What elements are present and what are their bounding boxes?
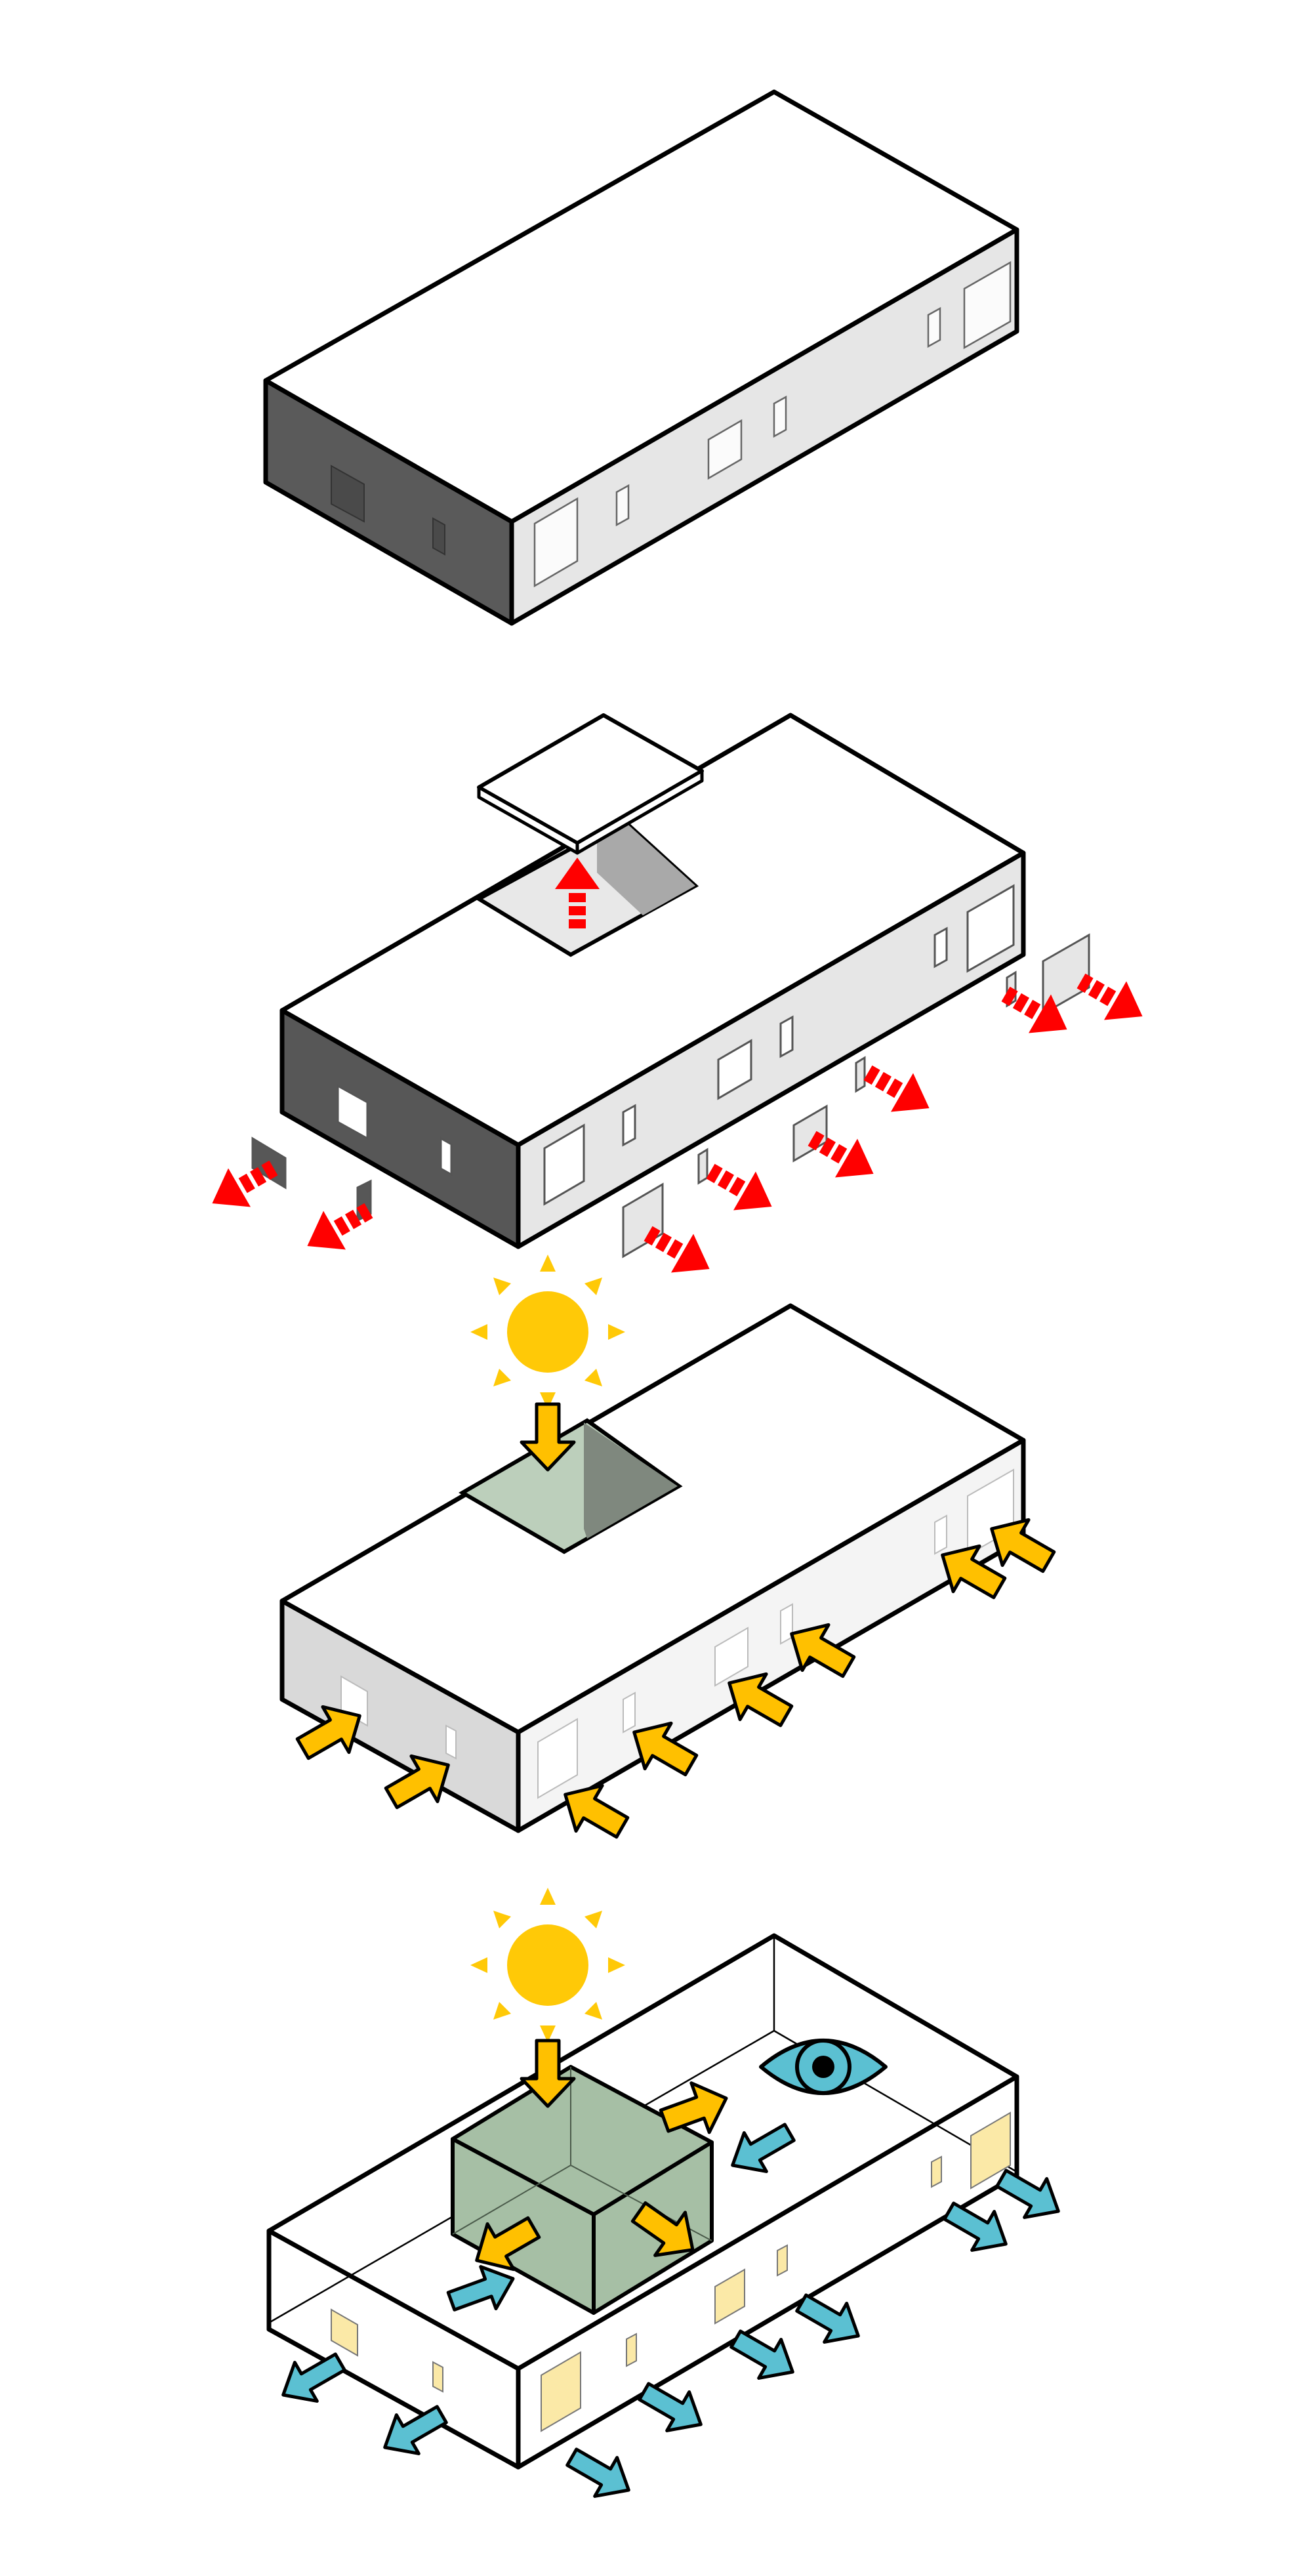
glowing-windows [331,2111,1011,2432]
removal-arrow [857,1053,941,1128]
sun-icon [470,1888,625,2043]
long-side-wall [516,850,1026,1249]
long-side-wall [509,227,1019,626]
courtyard-inner-wall-shade [584,1423,678,1539]
windows-side-wall [533,260,1012,588]
view-arrow [561,2438,640,2510]
stage-3-daylight-entering [279,1255,1061,1850]
bottom-edges [266,2172,1019,2470]
view-arrow [722,2113,801,2185]
eye-icon [759,2039,888,2095]
courtyard-inner-wall [597,820,695,915]
glowing-window-openings [340,1468,1014,1799]
view-arrow [790,2284,870,2356]
view-arrow [938,2192,1017,2264]
stage-4-courtyard-views [266,1888,1069,2510]
windows-end-wall [331,465,445,556]
view-arrow [725,2320,804,2392]
sun-icon [470,1255,625,1409]
lifted-roof-slab-edge-2 [575,769,704,855]
window-openings [337,884,1015,1206]
view-arrow [633,2373,712,2444]
view-arrow [374,2396,453,2467]
stage-1-closed-box [263,89,1019,626]
removal-arrow [699,1152,783,1226]
stage-2-openings-removed [201,713,1154,1289]
